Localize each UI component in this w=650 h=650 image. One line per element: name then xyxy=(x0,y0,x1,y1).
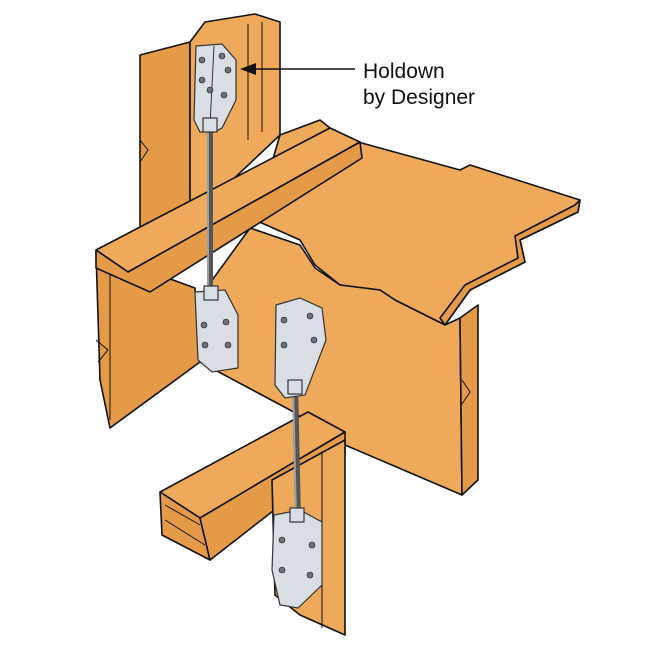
top-beam xyxy=(95,127,363,293)
holdown-callout: Holdown by Designer xyxy=(240,60,475,109)
lower-left-post xyxy=(95,250,201,429)
callout-line-1: Holdown xyxy=(363,60,445,83)
holdown-middle-right xyxy=(274,297,327,399)
holdown-lower xyxy=(271,507,323,609)
threaded-rods xyxy=(207,122,301,523)
arrowhead-icon xyxy=(240,63,256,75)
holdown-middle-left xyxy=(194,285,239,373)
rim-joist xyxy=(199,227,479,496)
callout-line-2: by Designer xyxy=(363,86,475,109)
holdown-upper xyxy=(193,43,237,133)
